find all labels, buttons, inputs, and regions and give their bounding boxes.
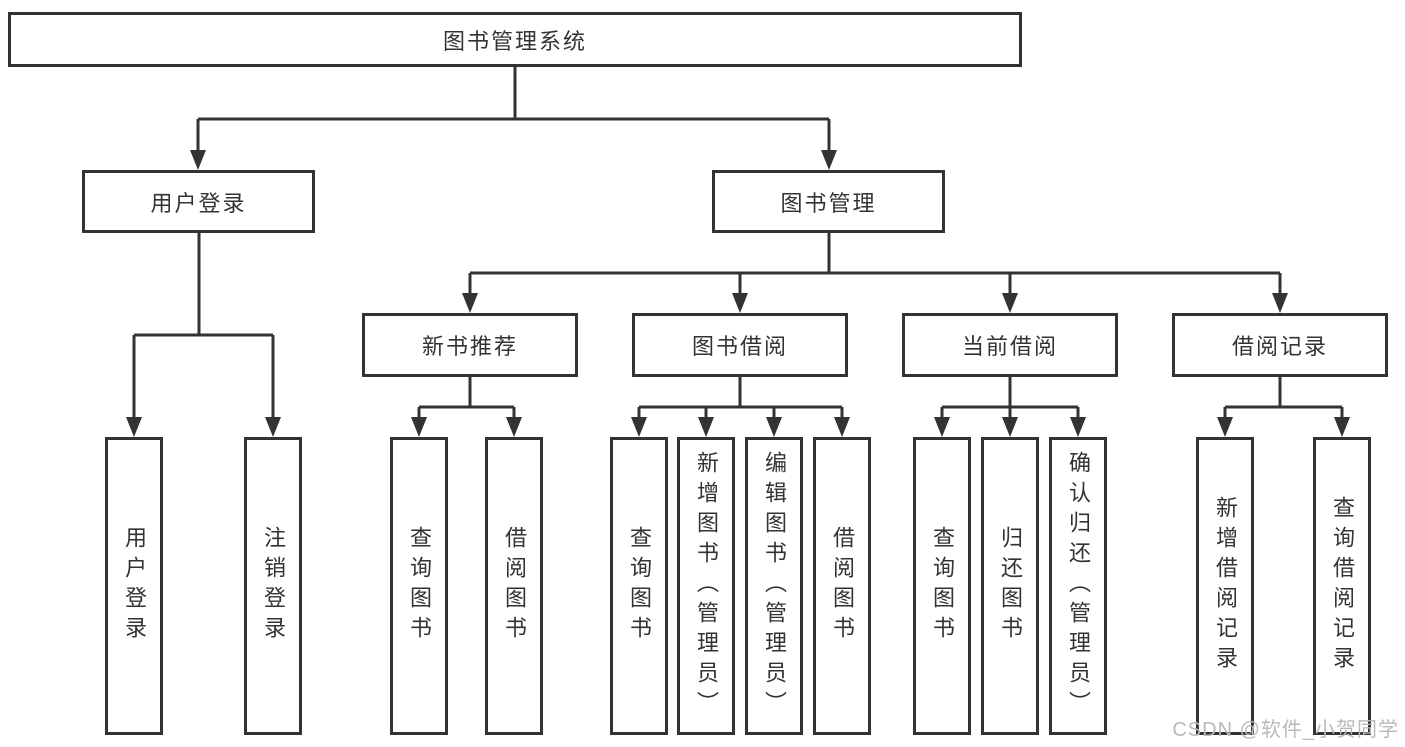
connector-new-book-to-leaves xyxy=(417,377,516,419)
arrowhead-icon xyxy=(1002,417,1018,437)
node-label: 查询图书 xyxy=(930,526,955,646)
arrowhead-icon xyxy=(1070,417,1086,437)
node-book-management: 图书管理 xyxy=(712,170,945,233)
node-label: 新增图书（管理员） xyxy=(694,451,719,721)
node-label: 查询图书 xyxy=(407,526,432,646)
node-label: 查询图书 xyxy=(627,526,652,646)
arrowhead-icon xyxy=(126,417,142,437)
node-user-login: 用户登录 xyxy=(82,170,315,233)
node-borrow-record: 借阅记录 xyxy=(1172,313,1388,377)
leaf-confirm-return-admin: 确认归还（管理员） xyxy=(1049,437,1107,735)
arrowhead-icon xyxy=(821,150,837,170)
node-label: 用户登录 xyxy=(150,190,247,216)
connector-book-borrow-to-leaves xyxy=(637,377,844,419)
node-label: 确认归还（管理员） xyxy=(1066,451,1091,721)
node-current-borrow: 当前借阅 xyxy=(902,313,1118,377)
arrowheads xyxy=(126,150,1350,437)
node-book-borrow: 图书借阅 xyxy=(632,313,848,377)
leaf-add-borrow-record: 新增借阅记录 xyxy=(1196,437,1254,735)
node-root-system: 图书管理系统 xyxy=(8,12,1022,67)
connector-current-borrow-to-leaves xyxy=(940,377,1080,419)
node-label: 注销登录 xyxy=(261,526,286,646)
arrowhead-icon xyxy=(190,150,206,170)
leaf-edit-book-admin: 编辑图书（管理员） xyxy=(745,437,803,735)
arrowhead-icon xyxy=(698,417,714,437)
arrowhead-icon xyxy=(934,417,950,437)
leaf-query-book-borrow: 查询图书 xyxy=(610,437,668,735)
node-label: 用户登录 xyxy=(122,526,147,646)
node-label: 借阅记录 xyxy=(1231,334,1328,359)
connector-root-to-level2 xyxy=(196,67,831,152)
arrowhead-icon xyxy=(411,417,427,437)
node-label: 当前借阅 xyxy=(961,334,1058,359)
arrowhead-icon xyxy=(1002,293,1018,313)
leaf-query-book-current: 查询图书 xyxy=(913,437,971,735)
leaf-query-borrow-record: 查询借阅记录 xyxy=(1313,437,1371,735)
arrowhead-icon xyxy=(506,417,522,437)
arrowhead-icon xyxy=(462,293,478,313)
leaf-query-book-recommend: 查询图书 xyxy=(390,437,448,735)
node-label: 图书管理系统 xyxy=(442,28,587,54)
node-label: 图书管理 xyxy=(780,190,877,216)
arrowhead-icon xyxy=(631,417,647,437)
node-label: 归还图书 xyxy=(998,526,1023,646)
arrowhead-icon xyxy=(732,293,748,313)
connector-user-login-to-leaves xyxy=(132,233,275,419)
arrowhead-icon xyxy=(265,417,281,437)
watermark-text: CSDN @软件_小贺同学 xyxy=(1172,719,1399,741)
node-label: 新书推荐 xyxy=(421,334,518,359)
arrowhead-icon xyxy=(834,417,850,437)
leaf-add-book-admin: 新增图书（管理员） xyxy=(677,437,735,735)
connector-book-mgmt-to-level3 xyxy=(468,233,1282,295)
arrowhead-icon xyxy=(1334,417,1350,437)
node-label: 编辑图书（管理员） xyxy=(762,451,787,721)
arrowhead-icon xyxy=(766,417,782,437)
node-label: 借阅图书 xyxy=(502,526,527,646)
node-label: 新增借阅记录 xyxy=(1213,496,1238,676)
arrowhead-icon xyxy=(1272,293,1288,313)
leaf-logout: 注销登录 xyxy=(244,437,302,735)
connector-borrow-record-to-leaves xyxy=(1223,377,1344,419)
leaf-borrow-book-recommend: 借阅图书 xyxy=(485,437,543,735)
node-label: 图书借阅 xyxy=(691,334,788,359)
arrowhead-icon xyxy=(1217,417,1233,437)
node-label: 查询借阅记录 xyxy=(1330,496,1355,676)
leaf-return-book: 归还图书 xyxy=(981,437,1039,735)
leaf-user-login: 用户登录 xyxy=(105,437,163,735)
node-new-book-recommend: 新书推荐 xyxy=(362,313,578,377)
node-label: 借阅图书 xyxy=(830,526,855,646)
leaf-borrow-book: 借阅图书 xyxy=(813,437,871,735)
